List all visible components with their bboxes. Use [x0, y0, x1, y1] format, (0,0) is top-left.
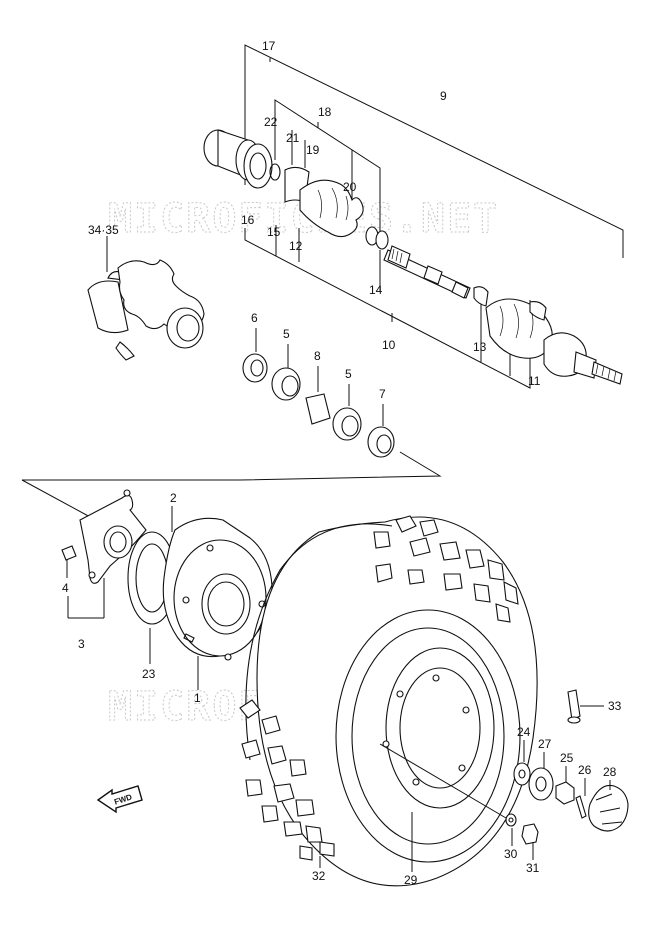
- callout-19: 19: [306, 143, 320, 157]
- callout-33: 33: [608, 699, 622, 713]
- callout-8: 8: [314, 349, 321, 363]
- callout-7: 7: [379, 387, 386, 401]
- callout-16: 16: [241, 213, 255, 227]
- part-33-valve: [567, 689, 604, 724]
- callout-20: 20: [343, 180, 357, 194]
- drive-shaft-assembly: [203, 44, 624, 389]
- callout-17: 17: [262, 39, 276, 53]
- callout-4: 4: [62, 581, 69, 595]
- callout-15: 15: [267, 225, 281, 239]
- hub-assembly: [61, 489, 273, 690]
- callout-13: 13: [473, 340, 487, 354]
- callout-14: 14: [369, 283, 383, 297]
- callout-29: 29: [404, 873, 418, 887]
- callout-24: 24: [517, 725, 531, 739]
- callout-27: 27: [538, 737, 552, 751]
- callout-21: 21: [286, 131, 300, 145]
- callout-10: 10: [382, 338, 396, 352]
- wheel-hardware: [379, 740, 629, 860]
- callout-25: 25: [560, 751, 574, 765]
- callout-28: 28: [603, 765, 617, 779]
- callout-22: 22: [264, 115, 278, 129]
- callout-26: 26: [578, 763, 592, 777]
- callout-30: 30: [504, 847, 518, 861]
- assembly-guide-line: [21, 451, 442, 519]
- part-34-35-guard: [87, 236, 205, 361]
- callout-32: 32: [312, 869, 326, 883]
- callout-2: 2: [170, 491, 177, 505]
- callout-3: 3: [78, 637, 85, 651]
- callout-31: 31: [526, 861, 540, 875]
- callout-6: 6: [251, 311, 258, 325]
- callout-34-35: 34·35: [88, 223, 119, 237]
- callout-9: 9: [440, 89, 447, 103]
- callout-12: 12: [289, 239, 303, 253]
- tire-wheel: [239, 515, 538, 887]
- callout-11: 11: [528, 374, 541, 388]
- callout-18: 18: [318, 105, 332, 119]
- callout-5a: 5: [283, 327, 290, 341]
- callout-5b: 5: [345, 367, 352, 381]
- fwd-arrow-icon: FWD: [96, 785, 143, 814]
- callout-23: 23: [142, 667, 156, 681]
- callout-1: 1: [194, 691, 201, 705]
- bearing-set: [242, 328, 395, 458]
